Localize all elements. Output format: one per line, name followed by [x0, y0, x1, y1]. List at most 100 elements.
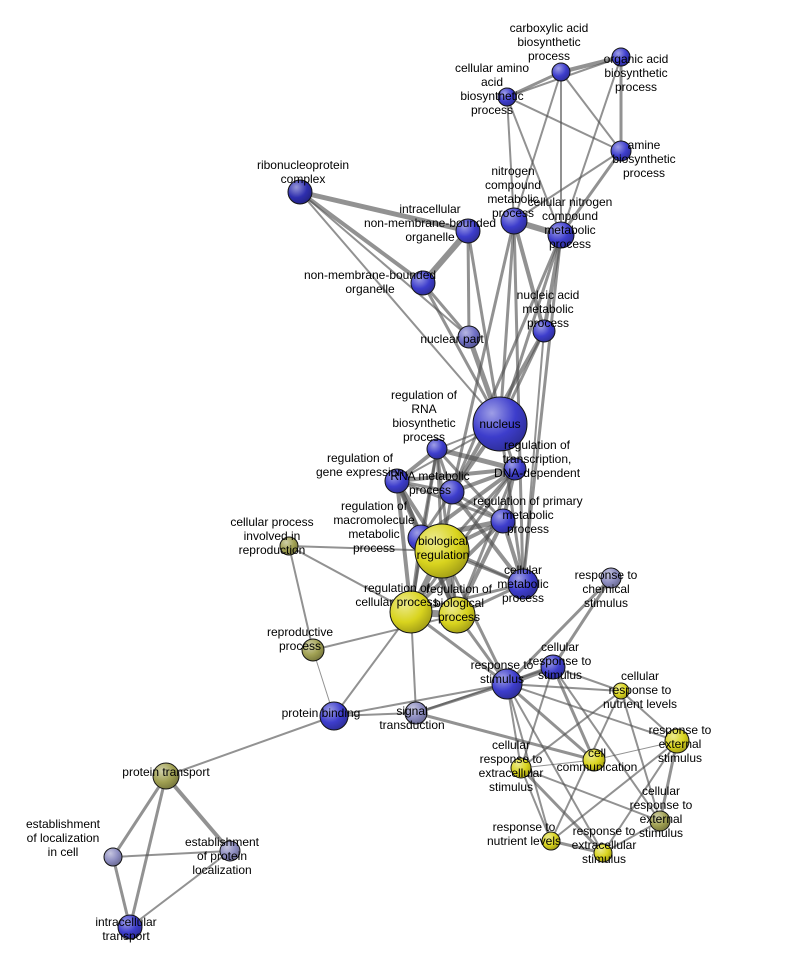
edge-response_external--response_nutrient — [550, 740, 678, 842]
node-cell_communication[interactable] — [582, 748, 606, 772]
node-carboxylic[interactable] — [551, 62, 571, 82]
edge-response_stimulus--cell_communication — [505, 682, 596, 762]
edge-carboxylic--amine — [560, 71, 622, 152]
edge-ribo--nmbo — [298, 190, 425, 285]
edge-response_external--cellular_response_external — [658, 739, 679, 823]
edge-cellular_nitrogen--cellular_metabolic — [521, 233, 563, 586]
node-nucleus[interactable] — [472, 396, 528, 452]
node-amine[interactable] — [610, 140, 632, 162]
edges-layer — [111, 55, 679, 929]
edge-nitrogen_compound--nucleus — [498, 219, 516, 426]
node-rna_metabolic[interactable] — [439, 479, 465, 505]
node-cellular_nitrogen[interactable] — [547, 221, 575, 249]
edge-carboxylic--nitrogen_compound — [513, 71, 562, 222]
edge-cellular_response_nutrient--cellular_response_external — [620, 690, 661, 822]
edge-protein_binding--reg_cellular_process — [333, 611, 412, 717]
edge-response_stimulus--cellular_response_nutrient — [506, 683, 622, 692]
node-cellular_response_stimulus[interactable] — [540, 654, 566, 680]
node-nmbo[interactable] — [410, 270, 436, 296]
node-cellular_response_external[interactable] — [649, 810, 671, 832]
node-signal_transduction[interactable] — [404, 701, 428, 725]
edge-intracellular_nmbo--nucleus — [466, 229, 502, 426]
edge-cellular_response_extracellular--response_extracellular — [519, 766, 605, 855]
node-cellular_response_nutrient[interactable] — [612, 682, 630, 700]
node-reg_cellular_process[interactable] — [389, 590, 433, 634]
edge-cellular_response_stimulus--cellular_response_extracellular — [520, 666, 554, 769]
edge-ribo--nucleus — [299, 191, 501, 425]
edge-cellular_nitrogen--rna_metabolic — [450, 233, 563, 494]
edge-protein_transport--intracellular_transport — [128, 774, 168, 929]
node-nitrogen_compound[interactable] — [500, 207, 528, 235]
node-reg_rna_biosyn[interactable] — [426, 438, 448, 460]
node-cpir[interactable] — [279, 536, 299, 556]
node-biological_regulation[interactable] — [414, 523, 470, 579]
node-reg_transcription[interactable] — [503, 457, 527, 481]
edge-response_external--cell_communication — [593, 740, 678, 761]
edge-cpir--reg_cellular_process — [288, 545, 412, 613]
node-reproductive[interactable] — [301, 638, 325, 662]
node-nuclear_part[interactable] — [457, 325, 481, 349]
node-est_protein_localization[interactable] — [219, 840, 241, 862]
node-label-nuclear_part: nuclear part — [420, 332, 484, 346]
node-response_extracellular[interactable] — [593, 843, 613, 863]
node-cellular_response_extracellular[interactable] — [510, 757, 532, 779]
edge-amine--nitrogen_compound — [513, 150, 622, 222]
edge-cell_communication--signal_transduction — [414, 711, 596, 762]
node-response_chemical[interactable] — [600, 567, 622, 589]
edge-reg_rna_biosyn--reg_transcription — [434, 446, 518, 472]
edge-protein_transport--est_protein_localization — [164, 774, 232, 853]
node-cellular_amino[interactable] — [497, 87, 517, 107]
node-cellular_metabolic[interactable] — [507, 568, 539, 600]
edge-response_stimulus--response_extracellular — [506, 683, 604, 854]
node-reg_primary[interactable] — [490, 508, 516, 534]
node-protein_binding[interactable] — [319, 701, 349, 731]
edge-est_protein_localization--intracellular_transport — [129, 850, 231, 928]
edge-response_stimulus--response_chemical — [505, 576, 613, 686]
node-intracellular_transport[interactable] — [117, 914, 143, 940]
node-organic[interactable] — [611, 47, 631, 67]
node-reg_biological_process[interactable] — [438, 596, 476, 634]
edge-response_extracellular--cellular_response_external — [602, 820, 661, 854]
node-protein_transport[interactable] — [152, 762, 180, 790]
node-nucleic_acid[interactable] — [532, 319, 556, 343]
node-response_nutrient[interactable] — [541, 831, 561, 851]
edge-cellular_response_extracellular--response_nutrient — [520, 767, 552, 842]
node-response_stimulus[interactable] — [491, 668, 523, 700]
node-intracellular_nmbo[interactable] — [455, 218, 481, 244]
node-response_external[interactable] — [664, 728, 690, 754]
node-ribo[interactable] — [287, 179, 313, 205]
node-est_localization_cell[interactable] — [103, 847, 123, 867]
node-reg_gene_expression[interactable] — [384, 468, 410, 494]
edge-reg_gene_expression--reg_cellular_process — [395, 479, 413, 614]
